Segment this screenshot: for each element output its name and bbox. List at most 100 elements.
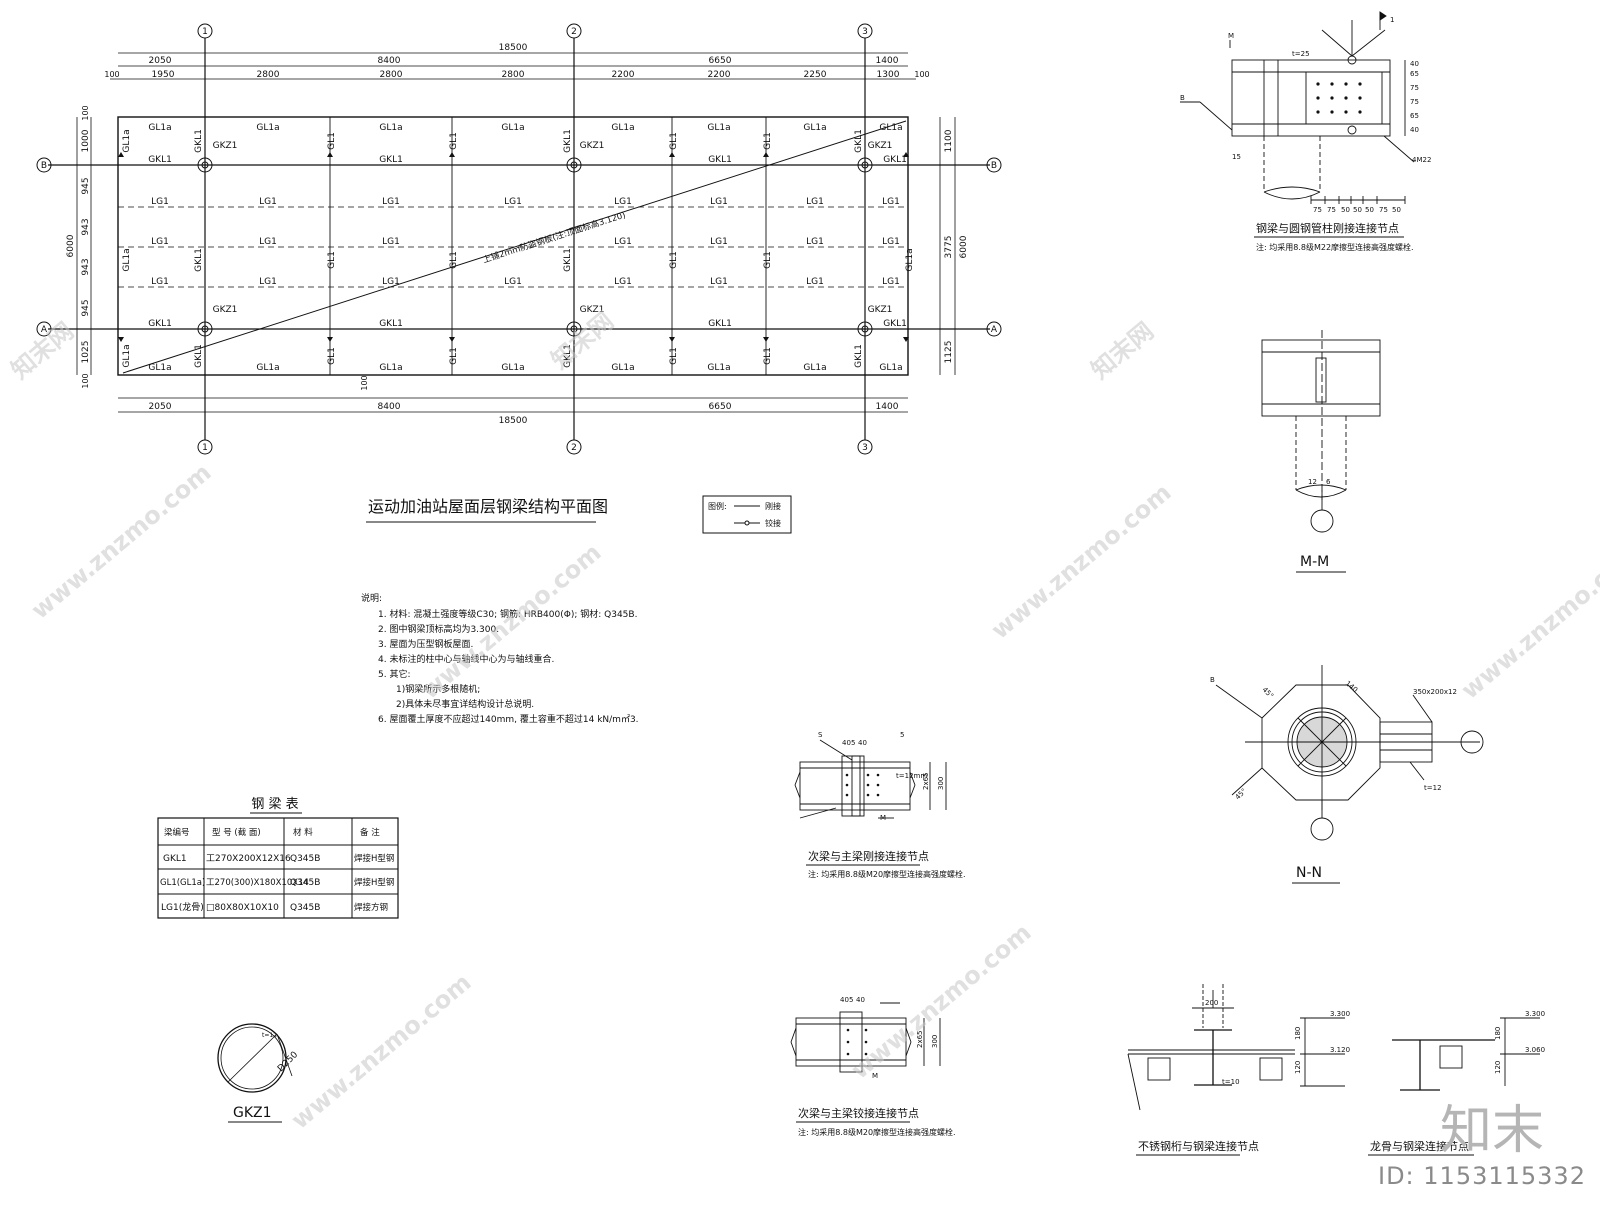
table-header: 备 注	[360, 827, 380, 838]
beam-label: GL1a	[707, 363, 730, 373]
beam-label: GKL1	[854, 129, 864, 153]
beam-label: GL1	[327, 132, 337, 150]
beam-label: GKL1	[563, 344, 573, 368]
section-mm	[1261, 330, 1381, 533]
d1-dim-bottom: 50	[1365, 206, 1374, 214]
axis-a-left: A	[41, 325, 48, 335]
beam-label: GL1	[763, 347, 773, 365]
d2-tag: 40	[858, 739, 867, 747]
gkz1-section: D250 t=12 GKZ1	[217, 1023, 300, 1123]
watermark: www.znzmo.com	[986, 478, 1177, 644]
nn-dim: 45°	[1261, 686, 1275, 700]
beam-label: GKL1	[148, 155, 172, 165]
table-cell: 焊接H型钢	[354, 877, 394, 888]
table-cell: □80X80X10X10	[206, 903, 279, 913]
beam-label: GL1a	[501, 123, 524, 133]
plan-outline	[117, 116, 909, 376]
detail-purlin-labels: 3.300 3.060 180 120 龙骨与钢梁连接节点	[1368, 1010, 1545, 1156]
detail-stainless-truss-labels: 200 3.300 3.120 180 120 t=10 不锈钢桁与钢梁连接节点	[1136, 999, 1350, 1156]
diagonal-brace	[122, 120, 907, 374]
beam-label: GL1	[763, 132, 773, 150]
dim-left-0: 100	[81, 105, 90, 120]
beam-label: GL1a	[879, 363, 902, 373]
d1-dim: 65	[1410, 70, 1419, 78]
d4-tag: 3.120	[1330, 1046, 1350, 1054]
dim-left-4: 943	[81, 258, 91, 275]
dim-row2-3: 2800	[380, 70, 403, 80]
beam-label: GL1a	[803, 123, 826, 133]
d3-note: 注: 均采用8.8级M20摩擦型连接高强度螺栓.	[798, 1127, 956, 1137]
d3-tag: 300	[931, 1035, 939, 1048]
beam-label: GL1a	[122, 248, 132, 271]
dim-bottom-4: 1400	[876, 402, 899, 412]
beam-label: GL1	[327, 347, 337, 365]
d3-tag: 2x65	[916, 1030, 924, 1048]
beam-label: LG1	[382, 237, 400, 247]
nn-dim: B	[1210, 676, 1215, 684]
mm-small: 12	[1308, 478, 1317, 486]
note-item: 4. 未标注的柱中心与轴线中心为与轴线重合.	[378, 653, 554, 665]
dim-top-1: 2050	[149, 56, 172, 66]
gkz1-dim: D250	[276, 1050, 300, 1074]
d1-tag: B	[1180, 94, 1185, 102]
d5-tag: 3.300	[1525, 1010, 1545, 1018]
axis-2-top: 2	[571, 27, 577, 37]
columns	[197, 157, 873, 337]
table-cell: Q345B	[290, 854, 320, 864]
gkz1-small: t=12	[262, 1032, 277, 1039]
table-cell: GKL1	[163, 854, 187, 864]
d1-dim: 40	[1410, 60, 1419, 68]
beam-label: GL1a	[256, 363, 279, 373]
d4-tag: t=10	[1222, 1078, 1240, 1086]
beam-label: GL1a	[256, 123, 279, 133]
note-item: 5. 其它:	[378, 668, 410, 680]
dim-bottom-3: 6650	[709, 402, 732, 412]
detail-hinged-secondary-labels: 40 5 40 2x65 300 M 次梁与主梁铰接连接节点 注: 均采用8.8…	[796, 996, 956, 1137]
beam-label: LG1	[806, 277, 824, 287]
dim-left-7: 100	[81, 373, 90, 388]
beam-label: GKL1	[708, 319, 732, 329]
axis-3-top: 3	[862, 27, 868, 37]
dim-row2-2: 2800	[257, 70, 280, 80]
beam-label: GL1	[449, 132, 459, 150]
nn-dim: 140	[1344, 679, 1359, 694]
axis-3-bottom: 3	[862, 443, 868, 453]
d1-dim: 40	[1410, 126, 1419, 134]
axis-a-right: A	[991, 325, 998, 335]
dim-bottom-1: 2050	[149, 402, 172, 412]
beam-label: GKL1	[194, 248, 204, 272]
watermark: www.znzmo.com	[1456, 538, 1600, 704]
d1-dim: 75	[1410, 84, 1419, 92]
beam-label: LG1	[382, 197, 400, 207]
dim-row2-5: 2200	[612, 70, 635, 80]
beam-label: GKL1	[883, 155, 907, 165]
note-item: 1)钢梁所示多根随机;	[396, 683, 480, 695]
d2-tag: 300	[937, 777, 945, 790]
brand-logo: 知末	[1440, 1101, 1544, 1161]
table-cell: LG1(龙骨)	[161, 901, 204, 913]
beam-label: GL1	[669, 251, 679, 269]
beam-label: GKL1	[379, 155, 403, 165]
d1-note: 注: 均采用8.8级M22摩擦型连接高强度螺栓.	[1256, 242, 1414, 252]
d4-title: 不锈钢桁与钢梁连接节点	[1138, 1139, 1259, 1153]
d1-dim-bottom: 75	[1327, 206, 1336, 214]
legend-rigid: 刚接	[765, 501, 781, 511]
d1-tag: 15	[1232, 153, 1241, 161]
column-label: GKZ1	[868, 305, 893, 315]
d1-dim-bottom: 75	[1379, 206, 1388, 214]
beam-label: LG1	[151, 237, 169, 247]
d1-tag: 1	[1390, 16, 1394, 24]
beam-label: GL1a	[879, 123, 902, 133]
note-item: 2)具体未尽事宜详结构设计总说明.	[396, 698, 534, 710]
detail-rigid-column-joint	[1180, 11, 1415, 204]
beam-label: GL1a	[611, 363, 634, 373]
beam-label: LG1	[710, 237, 728, 247]
roof-plan	[36, 23, 1002, 455]
axis-b-left: B	[41, 161, 47, 171]
section-mm-labels: 12 6 M-M	[1296, 478, 1346, 573]
dim-left-3: 943	[81, 218, 91, 235]
table-header: 材 料	[293, 827, 313, 838]
beam-label: GL1a	[501, 363, 524, 373]
column-label: GKZ1	[213, 141, 238, 151]
d1-tag: M	[1228, 32, 1234, 40]
